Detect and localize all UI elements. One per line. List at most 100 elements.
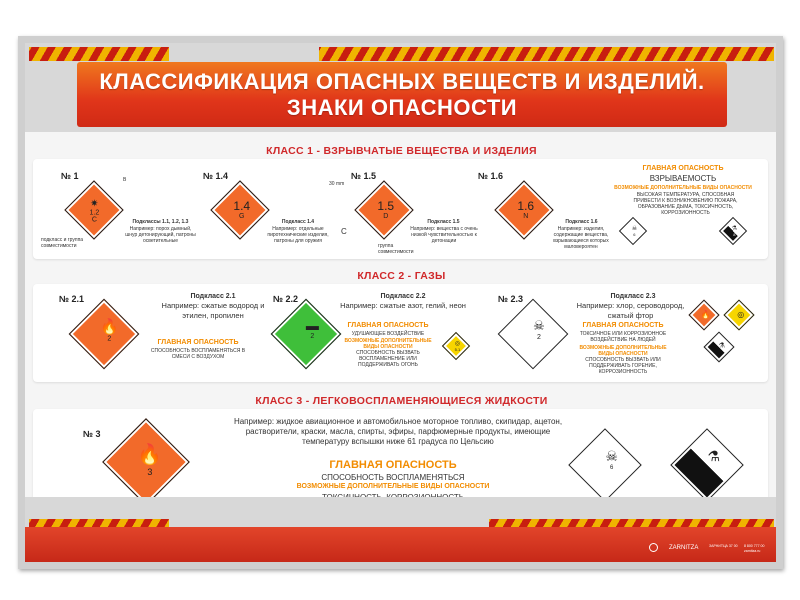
class2-item3-desc: Например: хлор, сероводород, сжатый фтор: [576, 301, 685, 320]
brand-meta-1: ЗАРНИТЦА 37 00: [709, 544, 738, 548]
poster: КЛАССИФИКАЦИЯ ОПАСНЫХ ВЕЩЕСТВ И ИЗДЕЛИЙ.…: [18, 36, 783, 569]
class1-item3-number: № 1.5: [351, 171, 377, 181]
class1-item1-sign: ✷ 1.2 C: [64, 180, 124, 240]
class1-dimension-b: B: [123, 177, 127, 183]
oxidizer-icon: ◎: [454, 341, 461, 347]
class2-item2-note: Подкласс 2.2: [380, 293, 426, 300]
class2-item2-desc: Например: сжатые азот, гелий, неон: [340, 301, 466, 310]
class3-class-number: 3: [147, 467, 153, 478]
flame-icon: 🔥: [99, 318, 119, 336]
class1-item4-group: N: [523, 213, 529, 221]
class2-item3-sign: ☠ 2: [497, 298, 569, 370]
class2-item2-sign-inner: ▬ 2: [287, 318, 337, 340]
class1-item4-desc: Например: изделия, содержащие вещества, …: [553, 226, 609, 250]
class2-item3-danger-label: ГЛАВНАЯ ОПАСНОСТЬ: [582, 322, 664, 329]
class2-item3-number: № 2.3: [498, 294, 524, 304]
class2-item2-side-sign-number: 5.1: [454, 347, 461, 352]
explosion-icon: ✷: [90, 198, 99, 210]
class1-item1-extra: подкласс и группа совместимости: [41, 237, 84, 249]
class2-item2-sign: ▬ 2: [270, 298, 342, 370]
class1-item1-group: C: [91, 216, 97, 224]
class1-extra-danger-label: ВОЗМОЖНЫЕ ДОПОЛНИТЕЛЬНЫЕ ВИДЫ ОПАСНОСТИ: [614, 185, 752, 191]
class3-heading: КЛАСС 3 - ЛЕГКОВОСПЛАМЕНЯЮЩИЕСЯ ЖИДКОСТИ: [255, 395, 548, 407]
class1-item3-group: D: [383, 213, 389, 221]
class1-dimension-c: C: [341, 227, 347, 236]
class1-side-sign-corrosive: ⚗ 8: [718, 216, 748, 246]
brand-logo-icon: [649, 543, 658, 552]
gas-cylinder-icon: ▬: [305, 318, 319, 334]
corrosion-icon: ⚗: [731, 226, 738, 232]
class1-item2-sign-inner: 1.4 G: [221, 199, 263, 220]
class1-extra-danger-value: ВЫСОКАЯ ТЕМПЕРАТУРА, СПОСОБНАЯ ПРИВЕСТИ …: [633, 192, 738, 216]
class3-side-sign-toxic-number: 6: [610, 465, 614, 472]
class1-item2-group: G: [239, 213, 245, 221]
class2-item1-danger-value: СПОСОБНОСТЬ ВОСПЛАМЕНЯТЬСЯ В СМЕСИ С ВОЗ…: [150, 348, 246, 360]
class1-item1-desc: Например: порох дымный, шнур детонирующи…: [125, 226, 196, 244]
brand-meta-2: 8 800 777 00: [744, 544, 765, 548]
class2-item2-danger-value: УДУШАЮЩЕЕ ВОЗДЕЙСТВИЕ: [351, 331, 425, 337]
brand-name: ZARNITZA: [669, 545, 699, 551]
oxidizer-icon: ◎: [737, 310, 745, 320]
class1-side-sign-toxic: ☠ 6: [618, 216, 648, 246]
class3-sign-inner: 🔥 3: [119, 442, 181, 477]
class2-item3-danger-value: ТОКСИЧНОЕ ИЛИ КОРРОЗИОННОЕ ВОЗДЕЙСТВИЕ Н…: [579, 331, 667, 343]
class2-item2-number: № 2.2: [273, 294, 299, 304]
class3-side-sign-corrosive-inner: ⚗ 8: [688, 448, 740, 471]
class1-item4-sign-code: 1.6: [517, 199, 535, 214]
class1-item3-sign: 1.5 D: [354, 180, 414, 240]
class1-main-danger-label: ГЛАВНАЯ ОПАСНОСТЬ: [642, 165, 724, 172]
class2-item3-side-sign-corrosive: ⚗: [703, 331, 735, 363]
header-stripes-right: [319, 47, 774, 61]
class2-item2-extra-label: ВОЗМОЖНЫЕ ДОПОЛНИТЕЛЬНЫЕ ВИДЫ ОПАСНОСТИ: [344, 338, 432, 350]
class2-item1-sign: 🔥 2: [68, 298, 140, 370]
class1-item2-number: № 1.4: [203, 171, 229, 181]
class3-desc: Например: жидкое авиационное и автомобил…: [233, 417, 563, 446]
class3-extra-label: ВОЗМОЖНЫЕ ДОПОЛНИТЕЛЬНЫЕ ВИДЫ ОПАСНОСТИ: [296, 483, 490, 490]
class1-side-sign-toxic-inner: ☠ 6: [624, 225, 644, 237]
class1-heading: КЛАСС 1 - ВЗРЫВЧАТЫЕ ВЕЩЕСТВА И ИЗДЕЛИЯ: [266, 145, 537, 157]
brand-meta-3: zarnitza.ru: [744, 549, 761, 553]
class2-item1-desc: Например: сжатые водород и этилен, пропи…: [161, 301, 265, 320]
class3-sign: 🔥 3: [102, 418, 190, 506]
class1-main-danger-value: ВЗРЫВАЕМОСТЬ: [649, 174, 717, 183]
class2-item2-side-sign-inner: ◎ 5.1: [447, 340, 467, 352]
flame-icon: 🔥: [700, 310, 711, 320]
class1-item1-note: Подклассы 1.1, 1.2, 1.3: [132, 219, 189, 225]
class3-number: № 3: [83, 429, 101, 439]
class2-item3-extra-label: ВОЗМОЖНЫЕ ДОПОЛНИТЕЛЬНЫЕ ВИДЫ ОПАСНОСТИ: [579, 345, 667, 357]
class1-item1-sign-inner: ✷ 1.2 C: [73, 199, 115, 224]
skull-icon: ☠: [605, 448, 618, 465]
corrosion-icon: ⚗: [718, 342, 725, 350]
class3-side-sign-toxic-inner: ☠ 6: [586, 448, 638, 471]
class3-row: № 3 🔥 3 Например: жидкое авиационное и а…: [33, 409, 768, 509]
class2-heading: КЛАСС 2 - ГАЗЫ: [357, 270, 446, 282]
class2-item1-note: Подкласс 2.1: [190, 293, 236, 300]
class1-item3-note: Подкласс 1.5: [427, 219, 460, 225]
class1-item2-desc: Например: отдельные пиротехнические изде…: [267, 226, 329, 244]
skull-icon: ☠: [631, 226, 638, 232]
class1-side-sign-corrosive-number: 8: [733, 232, 736, 237]
class1-item3-sign-code: 1.5: [377, 199, 395, 214]
class2-item1-danger-label: ГЛАВНАЯ ОПАСНОСТЬ: [157, 339, 239, 346]
skull-icon: ☠: [533, 317, 545, 333]
page-title-line2: ЗНАКИ ОПАСНОСТИ: [286, 94, 518, 120]
class2-item1-class-number: 2: [107, 335, 112, 343]
flame-icon: 🔥: [137, 444, 163, 467]
class2-item3-sign-inner: ☠ 2: [514, 318, 564, 341]
class1-row: № 1 ✷ 1.2 C B подкласс и группа совмести…: [33, 159, 768, 259]
class2-item1-number: № 2.1: [59, 294, 85, 304]
class1-item4-note: Подкласс 1.6: [565, 219, 598, 225]
class2-item3-extra-value: СПОСОБНОСТЬ ВЫЗВАТЬ ИЛИ ПОДДЕРЖИВАТЬ ГОР…: [585, 357, 661, 375]
class1-item3-sign-inner: 1.5 D: [365, 199, 407, 220]
class1-item2-sign-code: 1.4: [233, 199, 251, 214]
class1-item3-extra: группа совместимости: [378, 243, 414, 255]
class3-side-sign-corrosive-number: 8: [712, 465, 716, 472]
class2-item3-side-sign-oxidizer: ◎: [723, 299, 755, 331]
class1-dimension-mm: 30 mm: [329, 181, 345, 187]
corrosion-icon: ⚗: [707, 448, 720, 465]
class2-item1-sign-inner: 🔥 2: [84, 318, 134, 343]
class2-item3-class-number: 2: [537, 333, 541, 341]
title-banner: КЛАССИФИКАЦИЯ ОПАСНЫХ ВЕЩЕСТВ И ИЗДЕЛИЙ.…: [77, 62, 727, 127]
header-stripes-left: [29, 47, 169, 61]
class3-danger-value: СПОСОБНОСТЬ ВОСПЛАМЕНЯТЬСЯ: [321, 473, 465, 482]
